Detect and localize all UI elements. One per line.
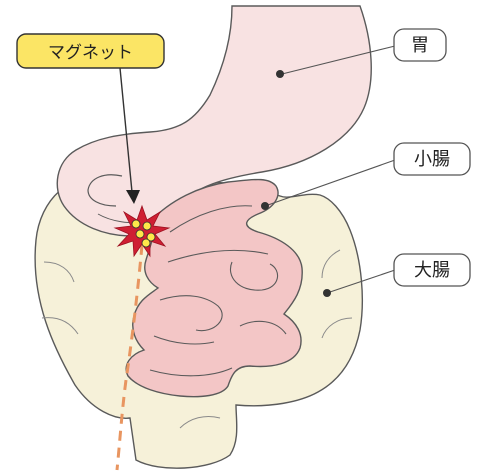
magnet-dot-5	[142, 239, 150, 247]
magnet-dot-1	[132, 220, 140, 228]
stomach-leader-dot	[276, 70, 284, 78]
stomach-label-text: 胃	[411, 35, 429, 56]
magnet-dot-2	[143, 222, 151, 230]
large-intestine-leader-dot	[323, 289, 331, 297]
small-intestine-leader-dot	[261, 202, 269, 210]
small-intestine-label-text: 小腸	[414, 149, 450, 170]
magnet-dot-3	[136, 230, 144, 238]
large-intestine-label-text: 大腸	[414, 260, 450, 281]
magnet-callout-label: マグネット	[48, 43, 133, 63]
